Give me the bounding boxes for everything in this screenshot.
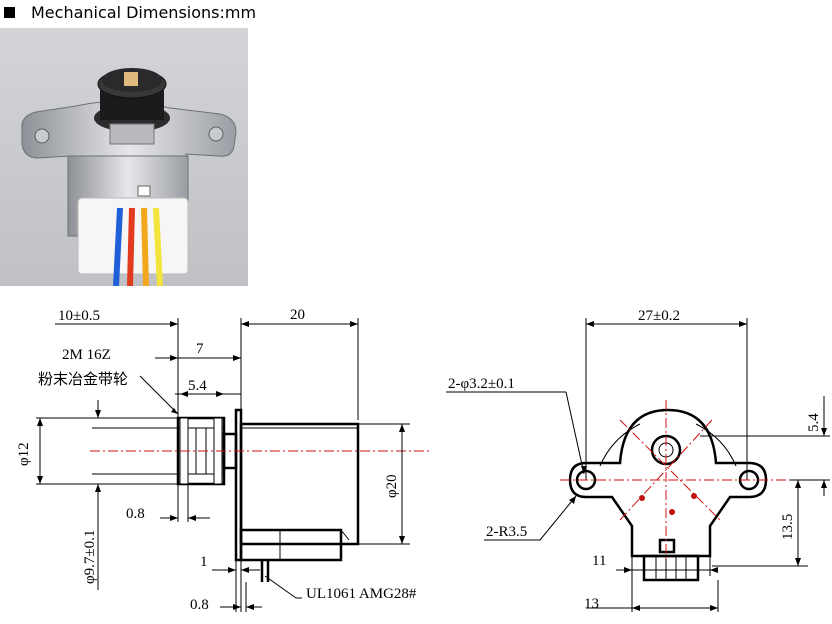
dim-shaft-length: 10±0.5 bbox=[58, 308, 100, 324]
section-title: Mechanical Dimensions:mm bbox=[31, 2, 257, 22]
dim-body-length: 20 bbox=[290, 307, 305, 323]
dim-0-8-top: 0.8 bbox=[126, 506, 145, 522]
dim-phi9-7: φ9.7±0.1 bbox=[82, 530, 98, 584]
pulley-spec: 2M 16Z bbox=[62, 347, 111, 363]
side-view: 10±0.5 20 7 2M 16Z 粉末冶金带轮 5.4 bbox=[16, 307, 430, 613]
mechanical-drawing: 10±0.5 20 7 2M 16Z 粉末冶金带轮 5.4 bbox=[16, 307, 830, 613]
dim-phi12: φ12 bbox=[16, 442, 32, 466]
wire-spec: UL1061 AMG28# bbox=[306, 586, 417, 602]
dim-5-4: 5.4 bbox=[188, 378, 207, 394]
dim-13-5: 13.5 bbox=[780, 514, 796, 540]
black-square-icon bbox=[4, 6, 15, 18]
dim-phi20: φ20 bbox=[384, 474, 400, 498]
dim-width: 27±0.2 bbox=[638, 308, 680, 324]
dim-11: 11 bbox=[592, 553, 606, 569]
dim-radius: 2-R3.5 bbox=[486, 524, 527, 540]
dim-5-4-front: 5.4 bbox=[806, 413, 822, 432]
dim-1: 1 bbox=[200, 554, 208, 570]
section-header: Mechanical Dimensions:mm bbox=[4, 1, 256, 23]
dim-7: 7 bbox=[196, 341, 204, 357]
dim-13: 13 bbox=[584, 596, 599, 612]
motor-photo bbox=[0, 28, 248, 286]
pulley-material: 粉末冶金带轮 bbox=[38, 370, 128, 388]
front-view: 27±0.2 2-φ3.2±0.1 2-R3.5 bbox=[446, 308, 830, 612]
dim-holes: 2-φ3.2±0.1 bbox=[448, 376, 515, 392]
dim-0-8-bottom: 0.8 bbox=[190, 597, 209, 613]
